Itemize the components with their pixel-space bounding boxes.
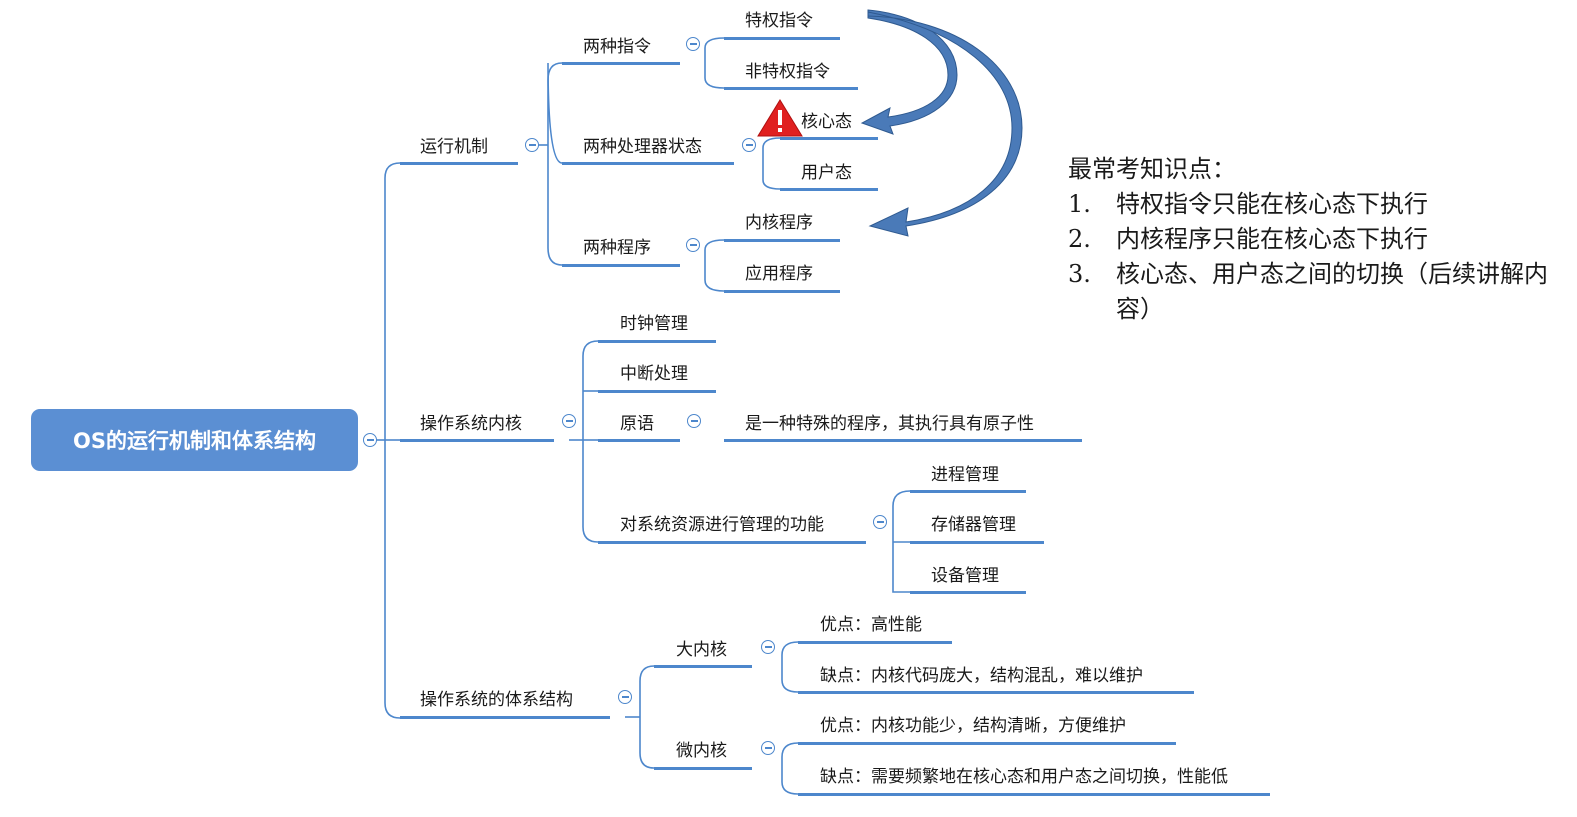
node-shizhong[interactable]: 时钟管理 xyxy=(620,314,688,334)
key-point-number: 1. xyxy=(1068,190,1091,218)
underline-wei-you xyxy=(798,742,1176,745)
curved-arrow-large-icon xyxy=(867,11,1023,237)
node-ziyuan[interactable]: 对系统资源进行管理的功能 xyxy=(620,515,824,535)
collapse-yuanyu-icon[interactable] xyxy=(687,414,701,428)
underline-wei-que xyxy=(798,793,1270,796)
node-tequan-zhiling[interactable]: 特权指令 xyxy=(745,11,813,31)
underline-da-neihe xyxy=(654,665,752,668)
key-points-note: 最常考知识点： 1. 特权指令只能在核心态下执行 2. 内核程序只能在核心态下执… xyxy=(1068,152,1556,327)
collapse-liangzhong-chengxu-icon[interactable] xyxy=(686,238,700,252)
key-points-heading: 最常考知识点： xyxy=(1068,155,1236,183)
node-da-you[interactable]: 优点：高性能 xyxy=(820,615,922,635)
collapse-ziyuan-icon[interactable] xyxy=(873,515,887,529)
node-tixi[interactable]: 操作系统的体系结构 xyxy=(420,690,573,710)
collapse-root-icon[interactable] xyxy=(363,433,377,447)
key-point-text: 特权指令只能在核心态下执行 xyxy=(1116,190,1428,218)
underline-tequan-zhiling xyxy=(724,37,840,40)
underline-neihe-chengxu xyxy=(724,239,840,242)
node-yuanyu-desc[interactable]: 是一种特殊的程序，其执行具有原子性 xyxy=(745,414,1034,434)
key-point-number: 3. xyxy=(1068,260,1091,288)
node-jincheng[interactable]: 进程管理 xyxy=(931,465,999,485)
underline-shizhong xyxy=(598,340,716,343)
collapse-tixi-icon[interactable] xyxy=(618,690,632,704)
underline-yuanyu xyxy=(598,439,680,442)
node-yingyong-chengxu[interactable]: 应用程序 xyxy=(745,264,813,284)
node-shebei[interactable]: 设备管理 xyxy=(931,566,999,586)
key-point-text: 核心态、用户态之间的切换（后续讲解内容） xyxy=(1116,260,1548,323)
underline-yingyong-chengxu xyxy=(724,290,840,293)
underline-cunchu xyxy=(910,541,1044,544)
warning-triangle-icon xyxy=(757,99,803,137)
node-wei-you[interactable]: 优点：内核功能少，结构清晰，方便维护 xyxy=(820,716,1126,736)
node-wei-neihe[interactable]: 微内核 xyxy=(676,741,727,761)
node-neihe[interactable]: 操作系统内核 xyxy=(420,414,522,434)
node-yunxing[interactable]: 运行机制 xyxy=(420,137,488,157)
key-point-2: 2. 内核程序只能在核心态下执行 xyxy=(1068,222,1556,257)
node-neihe-chengxu[interactable]: 内核程序 xyxy=(745,213,813,233)
underline-tixi xyxy=(400,716,610,719)
underline-yonghu-tai xyxy=(780,188,878,191)
underline-fei-tequan-zhiling xyxy=(724,87,858,90)
key-point-text: 内核程序只能在核心态下执行 xyxy=(1116,225,1428,253)
node-wei-que[interactable]: 缺点：需要频繁地在核心态和用户态之间切换，性能低 xyxy=(820,767,1228,787)
node-zhongduan[interactable]: 中断处理 xyxy=(620,364,688,384)
node-da-neihe[interactable]: 大内核 xyxy=(676,640,727,660)
collapse-da-neihe-icon[interactable] xyxy=(761,640,775,654)
underline-yuanyu-desc xyxy=(724,439,1082,442)
underline-liangzhong-chengxu xyxy=(562,264,680,267)
root-node[interactable]: OS的运行机制和体系结构 xyxy=(31,409,358,471)
underline-liangzhong-zhiling xyxy=(562,62,680,65)
key-point-number: 2. xyxy=(1068,225,1091,253)
underline-hexin-tai xyxy=(780,137,878,140)
node-liangzhong-chuliqi[interactable]: 两种处理器状态 xyxy=(583,137,702,157)
underline-yunxing xyxy=(400,162,518,165)
underline-neihe xyxy=(400,439,554,442)
underline-da-que xyxy=(798,691,1194,694)
underline-zhongduan xyxy=(598,390,716,393)
node-liangzhong-zhiling[interactable]: 两种指令 xyxy=(583,37,651,57)
collapse-liangzhong-zhiling-icon[interactable] xyxy=(686,37,700,51)
underline-shebei xyxy=(910,591,1026,594)
node-hexin-tai[interactable]: 核心态 xyxy=(801,112,852,132)
node-cunchu[interactable]: 存储器管理 xyxy=(931,515,1016,535)
underline-ziyuan xyxy=(598,541,866,544)
underline-da-you xyxy=(798,641,952,644)
collapse-yunxing-icon[interactable] xyxy=(525,138,539,152)
root-label: OS的运行机制和体系结构 xyxy=(73,429,316,453)
key-point-3: 3. 核心态、用户态之间的切换（后续讲解内容） xyxy=(1068,257,1556,327)
node-fei-tequan-zhiling[interactable]: 非特权指令 xyxy=(745,62,830,82)
underline-jincheng xyxy=(910,490,1026,493)
underline-wei-neihe xyxy=(654,767,752,770)
node-yuanyu[interactable]: 原语 xyxy=(620,414,654,434)
key-point-1: 1. 特权指令只能在核心态下执行 xyxy=(1068,187,1556,222)
node-yonghu-tai[interactable]: 用户态 xyxy=(801,163,852,183)
curved-arrow-small-icon xyxy=(860,9,958,135)
node-da-que[interactable]: 缺点：内核代码庞大，结构混乱，难以维护 xyxy=(820,666,1143,686)
collapse-liangzhong-chuliqi-icon[interactable] xyxy=(742,138,756,152)
collapse-neihe-icon[interactable] xyxy=(562,414,576,428)
collapse-wei-neihe-icon[interactable] xyxy=(761,741,775,755)
underline-liangzhong-chuliqi xyxy=(562,162,734,165)
node-liangzhong-chengxu[interactable]: 两种程序 xyxy=(583,238,651,258)
